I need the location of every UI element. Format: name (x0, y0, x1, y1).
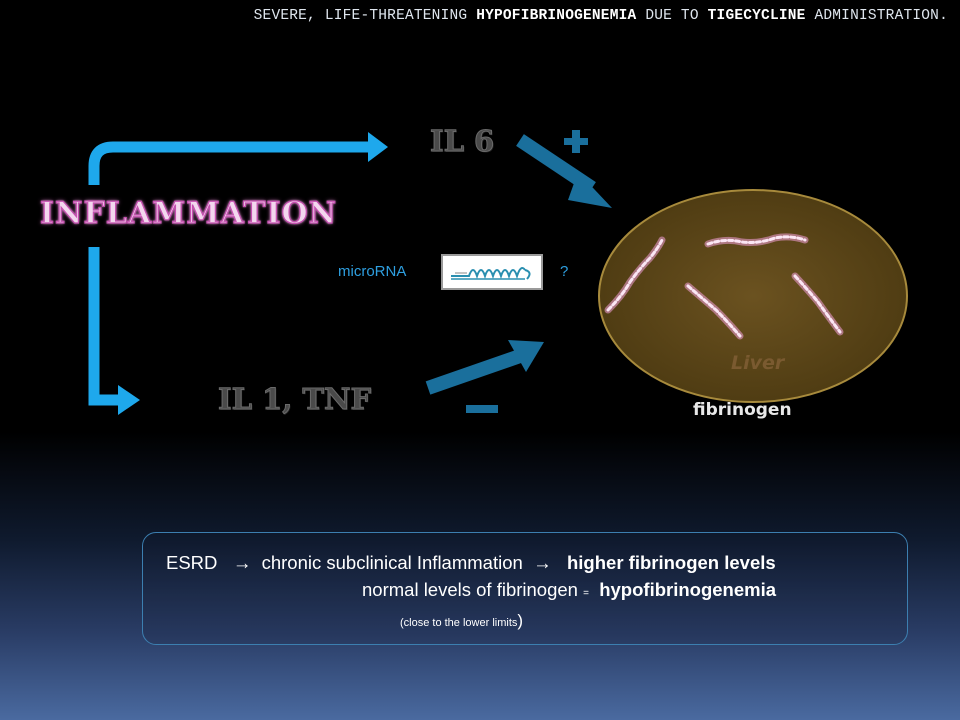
info-line-esrd: ESRD → chronic subclinical Inflammation … (166, 552, 776, 574)
slide-title: SEVERE, LIFE-THREATENING HYPOFIBRINOGENE… (0, 8, 948, 24)
higher-fibrinogen-text: higher fibrinogen levels (566, 552, 776, 573)
upper-branch-arrow (88, 132, 388, 185)
esrd-text: ESRD (166, 552, 218, 573)
info-box (142, 532, 908, 645)
title-part: ADMINISTRATION. (805, 8, 948, 24)
arrow-right-icon: → (232, 552, 252, 573)
info-line-lower-limits: (close to the lower limits) (400, 611, 523, 631)
hairpin-icon (451, 267, 531, 280)
title-part: SEVERE, LIFE-THREATENING (253, 8, 477, 24)
minus-icon (466, 405, 498, 413)
inflammation-text: chronic subclinical Inflammation (261, 552, 523, 573)
title-keyword-hypofibrinogenemia: HYPOFIBRINOGENEMIA (476, 8, 637, 24)
lower-limits-text: (close to the lower limits (400, 617, 518, 629)
liver-label: Liver (731, 352, 785, 374)
inflammation-label: INFLAMMATION (39, 195, 338, 231)
plus-icon (564, 130, 588, 153)
title-keyword-tigecycline: TIGECYCLINE (707, 8, 806, 24)
title-part: DUE TO (636, 8, 708, 24)
lower-branch-arrow (88, 247, 140, 415)
closing-paren: ) (517, 611, 524, 630)
il6-label: IL 6 (429, 124, 495, 159)
il1-tnf-label: IL 1, TNF (217, 382, 372, 417)
question-mark: ? (560, 263, 569, 280)
arrow-right-icon: → (533, 552, 552, 573)
equals-sign: = (583, 588, 589, 599)
fibrinogen-molecules (604, 233, 844, 340)
hypofibrinogenemia-text: hypofibrinogenemia (599, 579, 777, 600)
fibrinogen-label: fibrinogen (693, 400, 792, 420)
microrna-hairpin-image (441, 254, 543, 290)
liver-shape (598, 189, 908, 403)
il6-to-liver-arrow (516, 134, 612, 208)
il1-to-liver-arrow (425, 340, 544, 395)
normal-levels-text: normal levels of fibrinogen (362, 579, 578, 600)
info-line-normal-levels: normal levels of fibrinogen = hypofibrin… (362, 579, 776, 601)
microrna-label: microRNA (338, 263, 407, 280)
